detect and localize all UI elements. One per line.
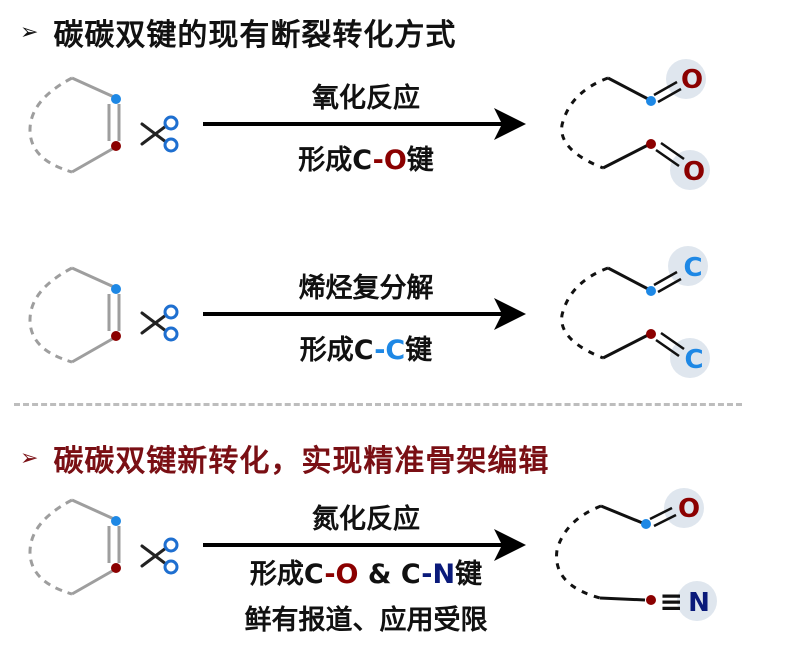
reaction1-bond-b: O [383,145,407,176]
scissors-icon [140,537,179,575]
reaction1-top-label: 氧化反应 [312,83,420,114]
product1-top-atom: O [681,65,703,95]
product2-bottom-atom: C [684,345,703,375]
product3-top-atom: O [678,494,700,524]
reaction3-bottom-label: 形成C-O & C-N键 [250,552,482,591]
reaction2-suffix: 键 [405,335,433,366]
section1-title: 碳碳双键的现有断裂转化方式 [53,18,457,53]
section2-title: 碳碳双键新转化，实现精准骨架编辑 [53,444,550,479]
blue-carbon-dot [111,94,121,104]
reaction1-bottom-label: 形成C-O键 [298,138,434,177]
reaction3-product: ≡ O N [555,488,717,621]
reaction2-bond-dash: - [374,335,386,366]
bullet-arrow-icon: ➢ [20,19,40,45]
product1-bottom-atom: O [683,157,705,187]
reaction1-reactant [28,76,121,174]
reaction3-bond1-a: C [303,559,325,590]
reaction2-reactant [28,266,121,364]
reaction3-bond2-b: N [432,559,456,590]
reaction3-top-label: 氮化反应 [312,504,420,535]
reaction1-bond-a: C [352,145,373,176]
reaction1-product: O O [560,59,710,190]
reaction3-suffix: 键 [455,559,483,590]
product2-top-atom: C [683,253,702,283]
section1-heading: ➢ 碳碳双键的现有断裂转化方式 [20,12,457,53]
reaction3-bond1-b: O [335,559,359,590]
reaction1-prefix: 形成 [298,145,353,176]
reaction3-bond2-dash: - [421,559,433,590]
scissors-icon [140,115,179,153]
bullet-arrow-icon: ➢ [20,445,40,471]
reaction3-bond2-a: C [400,559,422,590]
reaction2-bottom-label: 形成C-C键 [300,328,432,367]
product3-bottom-atom: N [688,588,710,618]
red-carbon-dot [111,141,121,151]
reaction3-note: 鲜有报道、应用受限 [244,605,488,636]
reaction2-prefix: 形成 [299,335,354,366]
reaction2-bond-b: C [385,335,406,366]
section2-heading: ➢ 碳碳双键新转化，实现精准骨架编辑 [20,438,550,479]
reaction1-suffix: 键 [406,145,434,176]
reaction2-top-label: 烯烃复分解 [298,273,434,304]
reaction1-bond-dash: - [372,145,384,176]
triple-bond-symbol: ≡ [660,585,683,618]
reaction2-product: C C [560,246,710,378]
reaction3-reactant [28,498,121,596]
scissors-icon [140,304,179,342]
reaction3-amp: & [367,559,392,590]
reaction3-bond1-dash: - [324,559,336,590]
reaction2-bond-a: C [353,335,375,366]
section-divider [14,403,742,406]
reaction3-prefix: 形成 [249,559,304,590]
